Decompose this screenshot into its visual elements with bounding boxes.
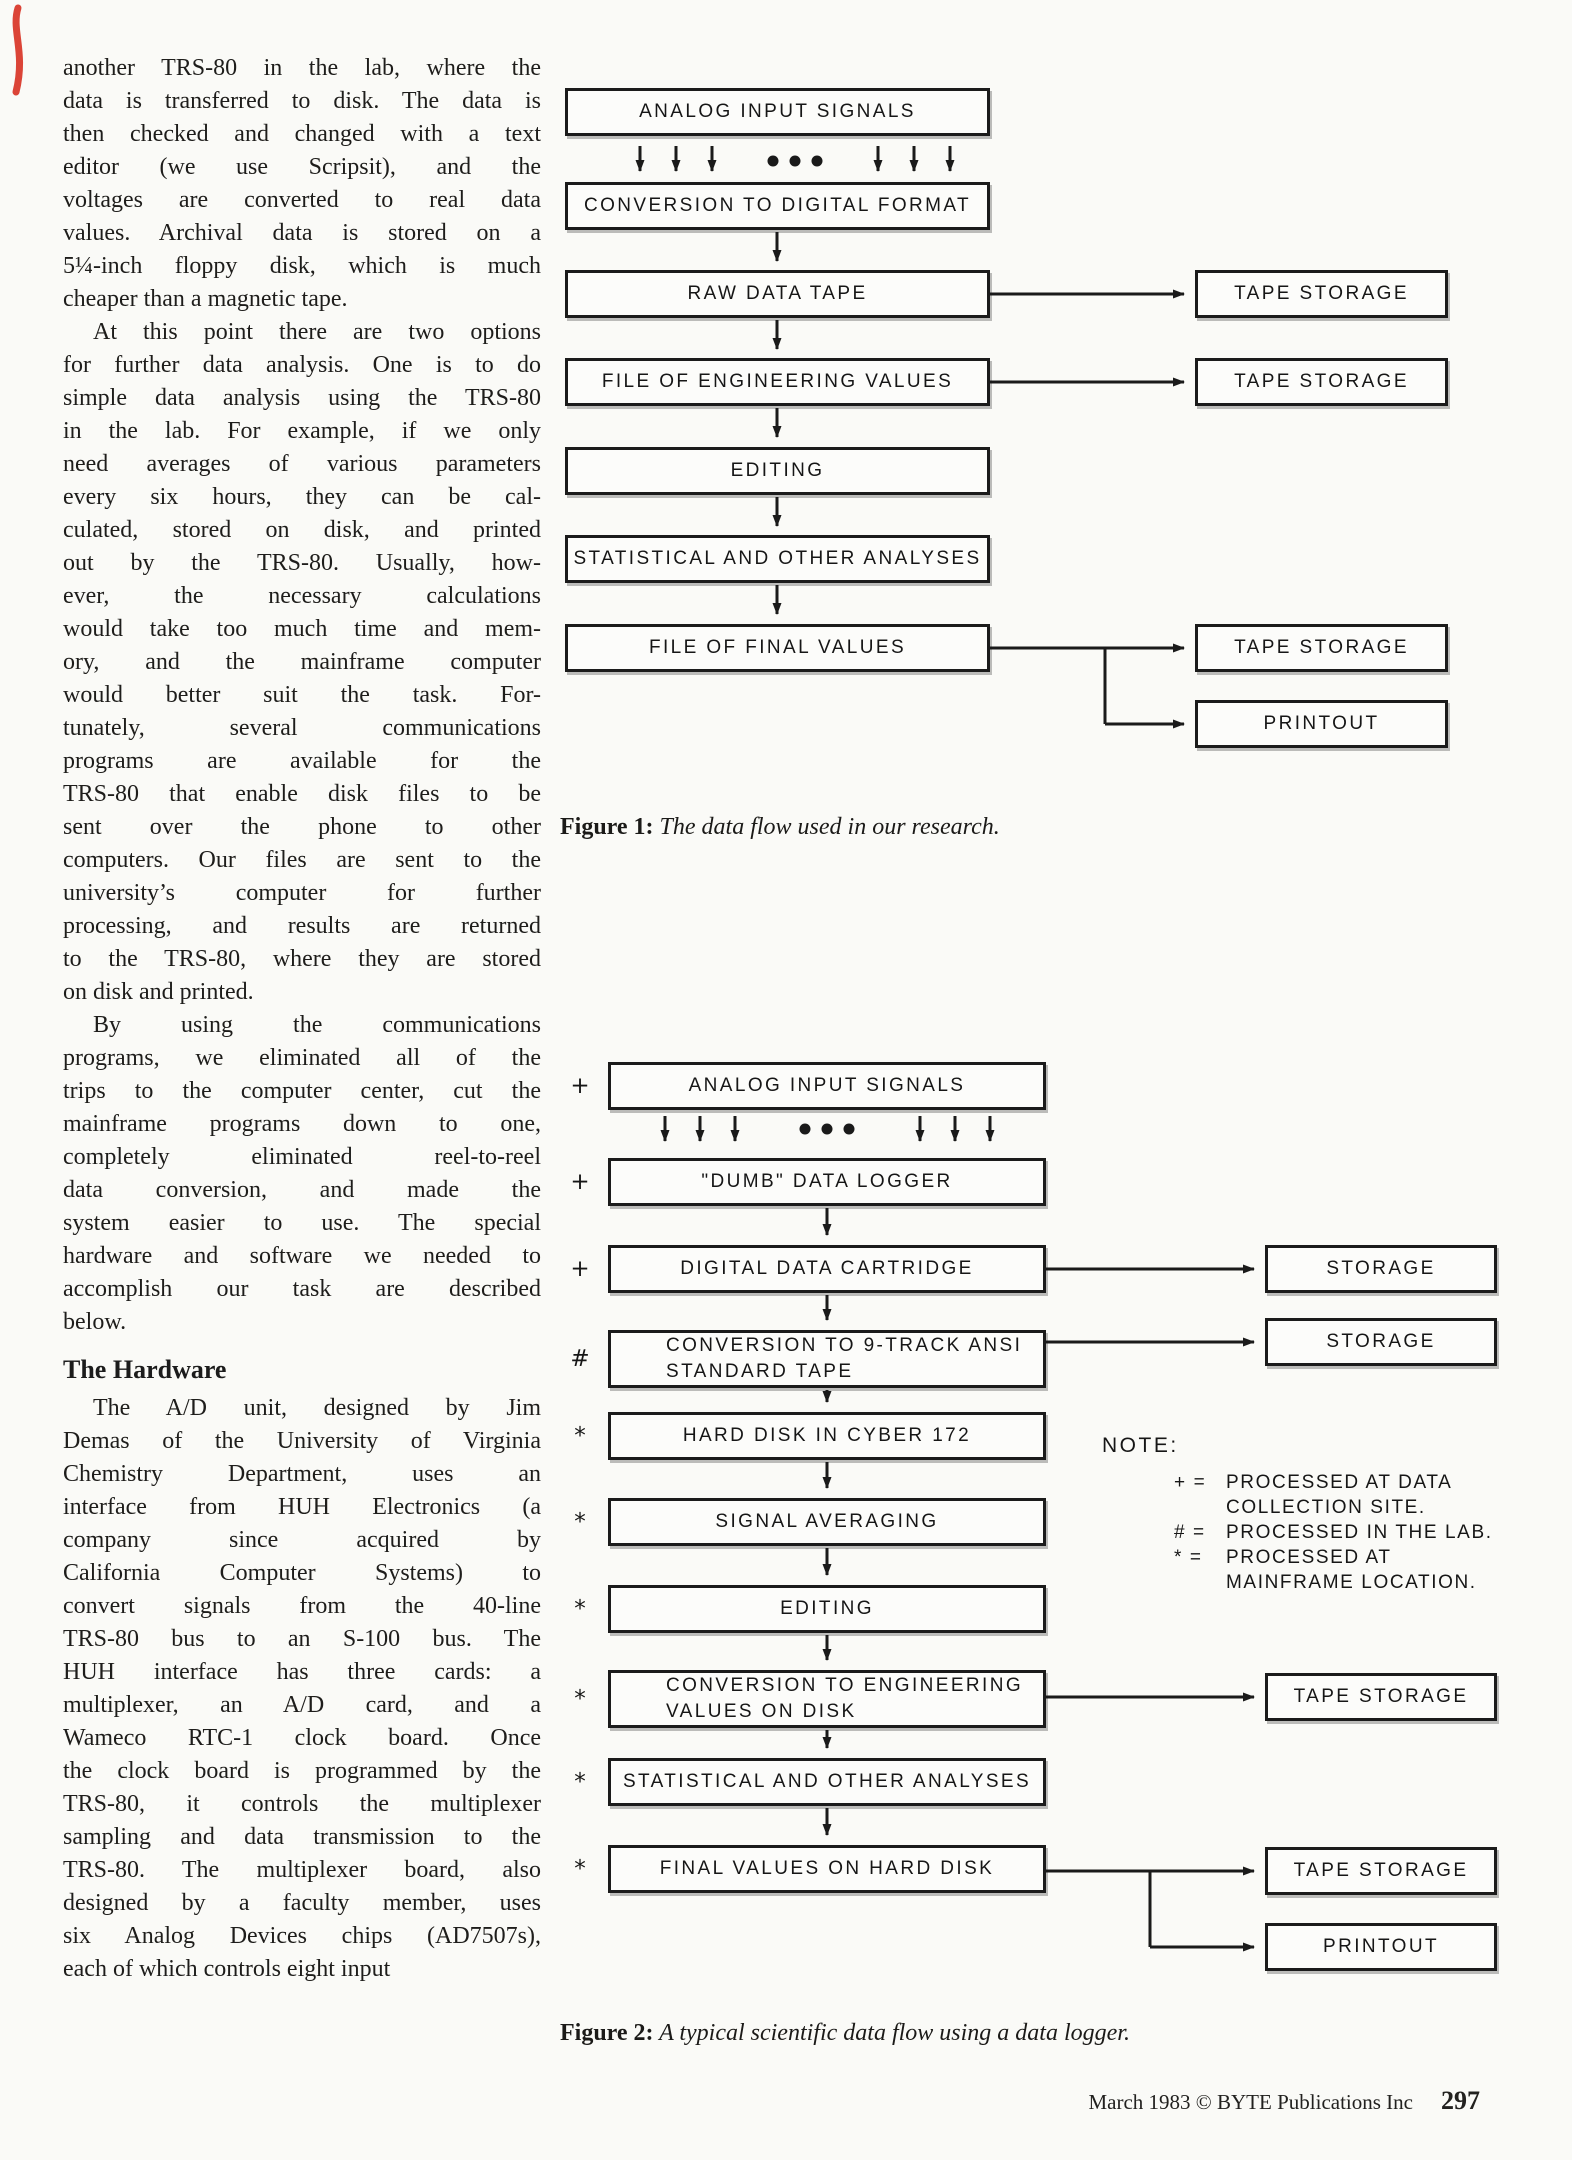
flow-box-digital-data-cartridge: DIGITAL DATA CARTRIDGE [608, 1245, 1046, 1293]
figure-2-caption-text: A typical scientific data flow using a d… [653, 2020, 1130, 2046]
flow-box-final-values-hard-disk: FINAL VALUES ON HARD DISK [608, 1845, 1046, 1893]
flow-box-statistical-2: STATISTICAL AND OTHER ANALYSES [608, 1758, 1046, 1806]
asterisk-symbol: * [574, 1423, 586, 1449]
note-symbol: * = [1174, 1547, 1203, 1568]
section-heading: The Hardware [63, 1355, 227, 1384]
note-title: NOTE: [1102, 1434, 1179, 1457]
note-symbol: # = [1174, 1522, 1206, 1543]
page-number: 297 [1441, 2086, 1480, 2115]
figure-1-caption-text: The data flow used in our research. [653, 814, 1000, 840]
flow-box-raw-data-tape: RAW DATA TAPE [565, 270, 990, 318]
asterisk-symbol: * [574, 1596, 586, 1622]
hash-symbol: # [570, 1346, 590, 1372]
flow-box-conversion-digital: CONVERSION TO DIGITAL FORMAT [565, 182, 990, 230]
storage-box-tape-1: TAPE STORAGE [1195, 270, 1448, 318]
asterisk-symbol: * [574, 1686, 586, 1712]
asterisk-symbol: * [574, 1509, 586, 1535]
plus-symbol: + [570, 1169, 590, 1195]
flow-box-statistical: STATISTICAL AND OTHER ANALYSES [565, 535, 990, 583]
asterisk-symbol: * [574, 1856, 586, 1882]
footer-text: March 1983 © BYTE Publications Inc [1088, 2090, 1414, 2114]
figure-1-caption-label: Figure 1: [560, 814, 654, 840]
plus-symbol: + [570, 1256, 590, 1282]
note-text: PROCESSED IN THE LAB. [1226, 1522, 1493, 1543]
printout-box-2: PRINTOUT [1265, 1923, 1497, 1971]
tape-storage-box-1: TAPE STORAGE [1265, 1673, 1497, 1721]
flow-box-hard-disk-cyber: HARD DISK IN CYBER 172 [608, 1412, 1046, 1460]
storage-box-tape-3: TAPE STORAGE [1195, 624, 1448, 672]
flow-box-editing: EDITING [565, 447, 990, 495]
note-item: # = PROCESSED IN THE LAB. [1174, 1520, 1542, 1545]
flow-box-file-final-values: FILE OF FINAL VALUES [565, 624, 990, 672]
page-footer: March 1983 © BYTE Publications Inc 297 [1089, 2086, 1481, 2116]
note-symbol: + = [1174, 1472, 1207, 1493]
flow-box-analog-input-signals: ANALOG INPUT SIGNALS [565, 88, 990, 136]
storage-box-1: STORAGE [1265, 1245, 1497, 1293]
red-pen-mark [12, 4, 24, 96]
asterisk-symbol: * [574, 1769, 586, 1795]
flow-box-editing-2: EDITING [608, 1585, 1046, 1633]
plus-symbol: + [570, 1073, 590, 1099]
figure-1-caption: Figure 1: The data flow used in our rese… [560, 812, 1000, 842]
flow-box-signal-averaging: SIGNAL AVERAGING [608, 1498, 1046, 1546]
printout-box: PRINTOUT [1195, 700, 1448, 748]
figure-2-caption-label: Figure 2: [560, 2020, 654, 2046]
figure-2-caption: Figure 2: A typical scientific data flow… [560, 2018, 1130, 2048]
flow-box-dumb-data-logger: "DUMB" DATA LOGGER [608, 1158, 1046, 1206]
tape-storage-box-2: TAPE STORAGE [1265, 1847, 1497, 1895]
storage-box-2: STORAGE [1265, 1318, 1497, 1366]
storage-box-tape-2: TAPE STORAGE [1195, 358, 1448, 406]
flow-box-analog-input-signals-2: ANALOG INPUT SIGNALS [608, 1062, 1046, 1110]
flow-box-file-engineering: FILE OF ENGINEERING VALUES [565, 358, 990, 406]
